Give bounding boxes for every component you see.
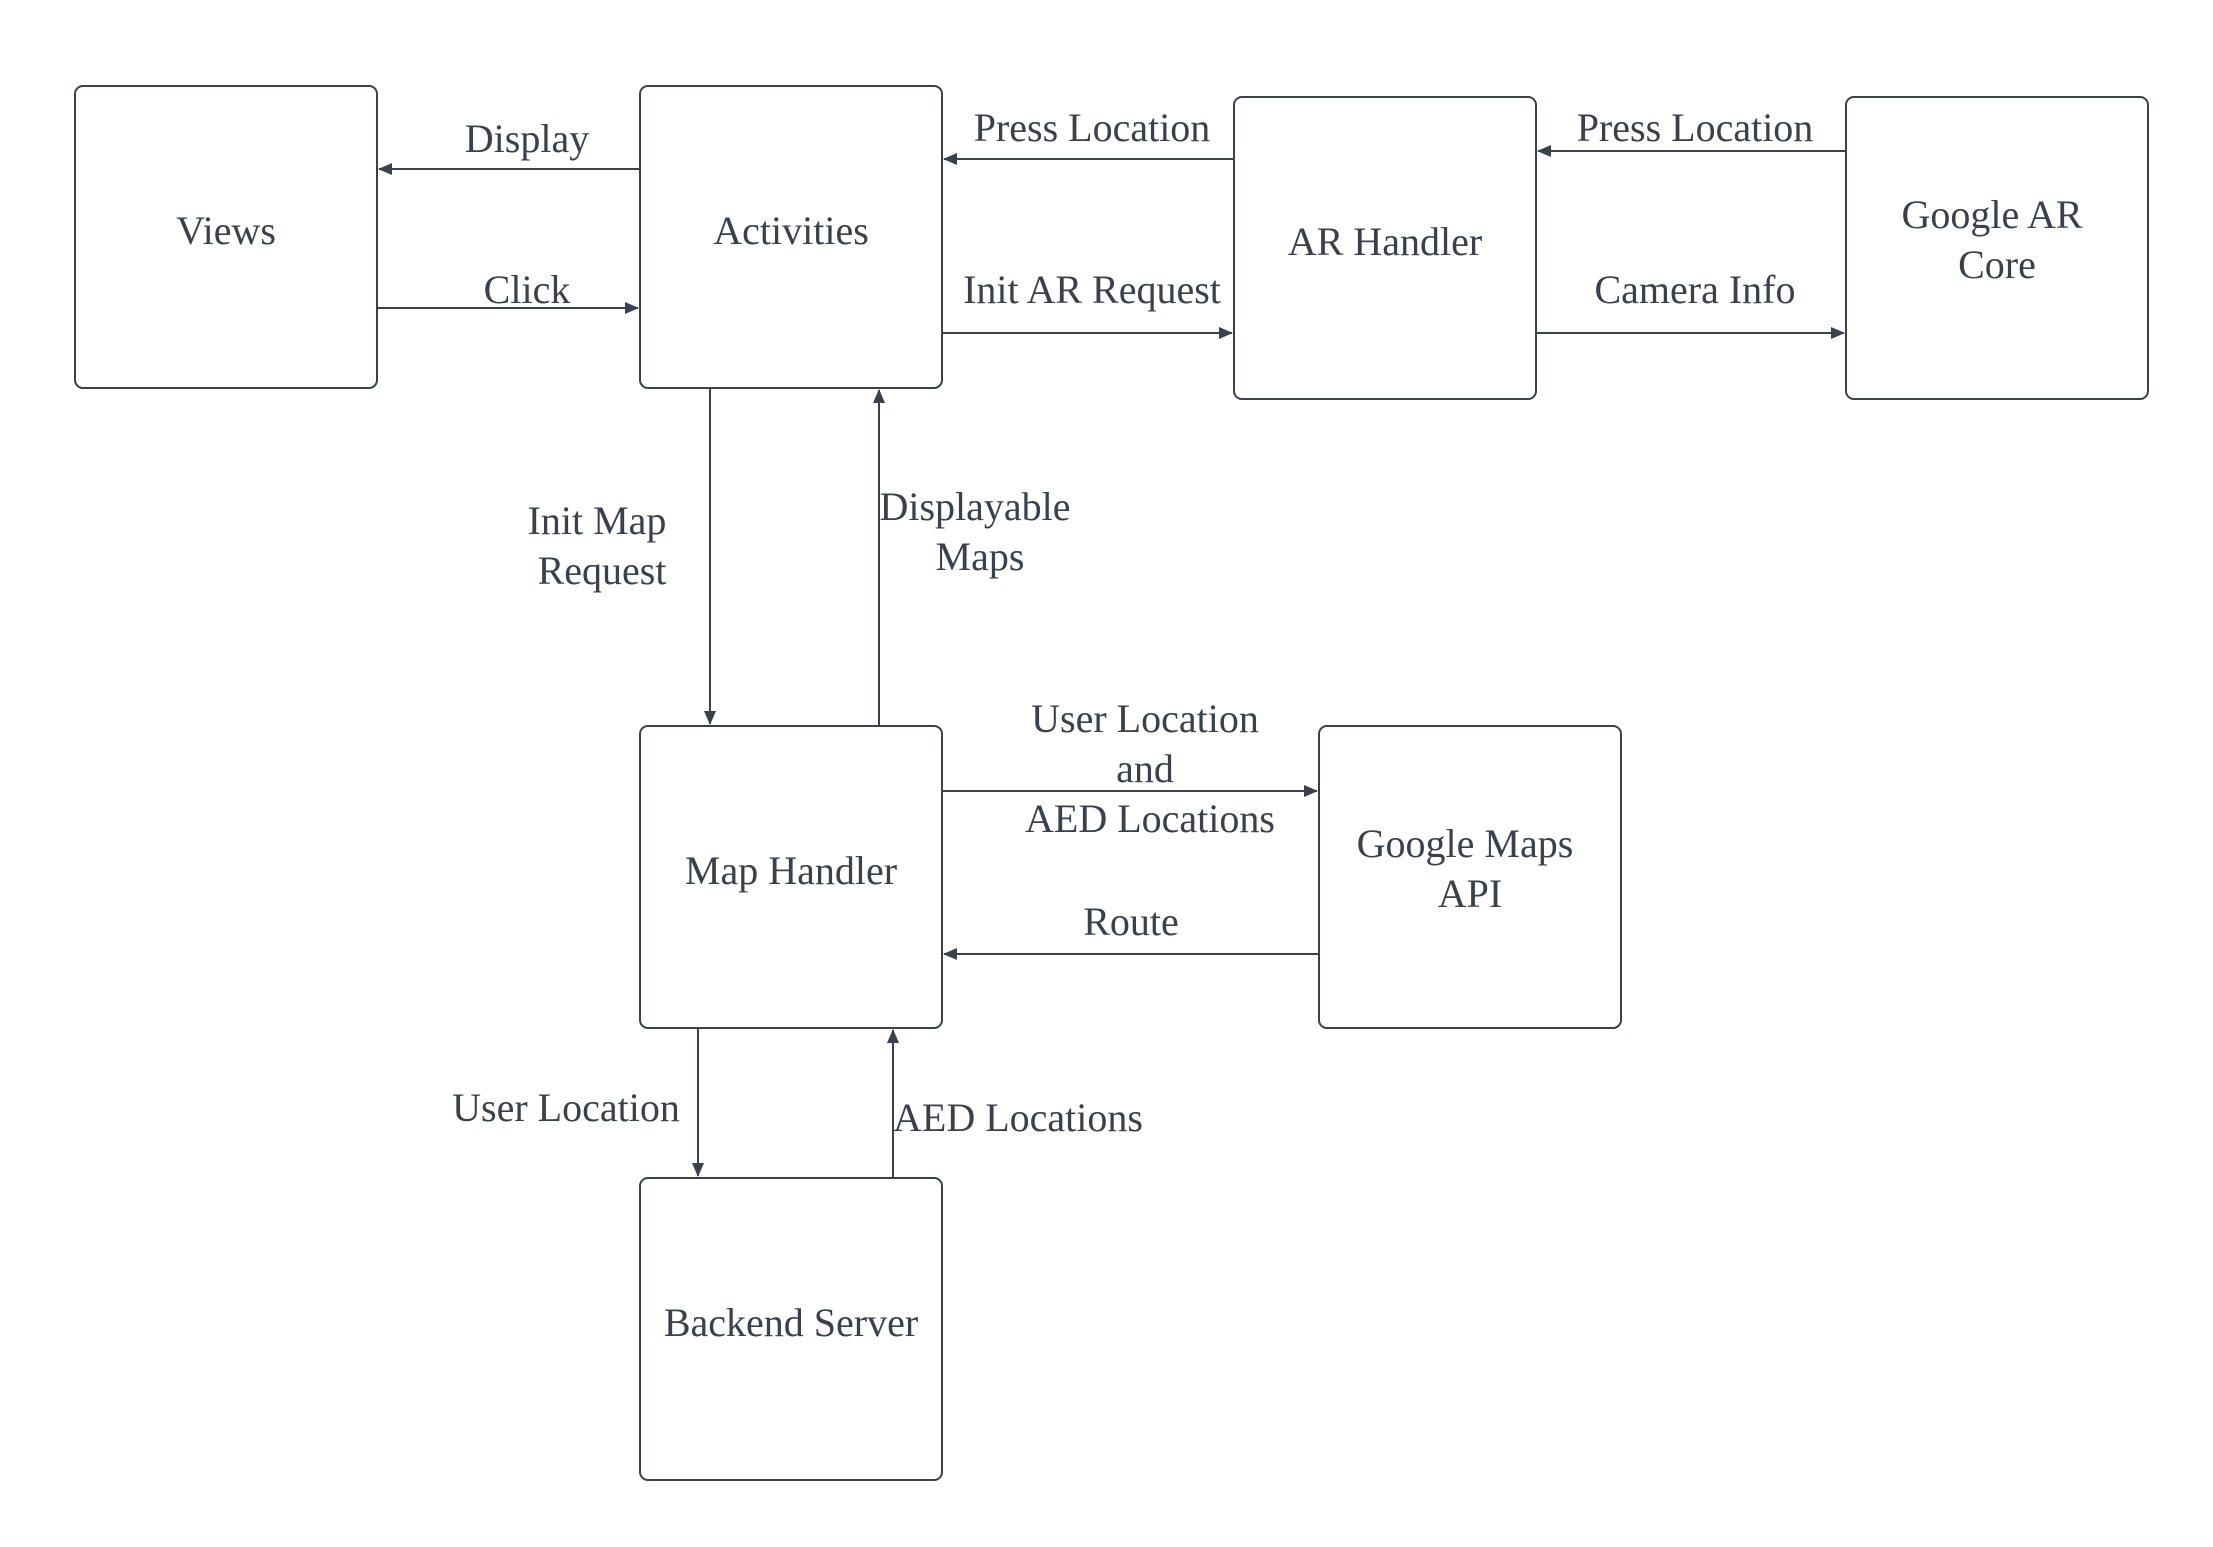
edge-press-location-2-label: Press Location bbox=[1577, 105, 1814, 150]
edge-user-location-and-aed-line1: User Location bbox=[1031, 696, 1259, 741]
edge-init-map-request-label: Init Map Request bbox=[528, 498, 677, 593]
edge-user-location-and-aed-label: User Location and AED Locations bbox=[1025, 696, 1275, 841]
edge-route: Route bbox=[943, 899, 1319, 960]
edge-click: Click bbox=[377, 267, 639, 314]
edge-init-ar-request: Init AR Request bbox=[942, 267, 1233, 339]
node-ar-handler: AR Handler bbox=[1233, 96, 1537, 400]
node-ar-handler-label: AR Handler bbox=[1288, 219, 1482, 264]
node-views: Views bbox=[74, 85, 378, 389]
edge-user-location-and-aed-line2: and bbox=[1116, 746, 1174, 791]
node-backend-server-label: Backend Server bbox=[664, 1300, 918, 1345]
node-google-maps-api: Google Maps API bbox=[1318, 725, 1622, 1029]
edge-user-location-and-aed-line3: AED Locations bbox=[1025, 796, 1275, 841]
edge-user-location-and-aed: User Location and AED Locations bbox=[942, 696, 1318, 841]
edge-aed-locations-label: AED Locations bbox=[893, 1095, 1143, 1140]
node-map-handler: Map Handler bbox=[639, 725, 943, 1029]
edge-user-location-label: User Location bbox=[452, 1085, 680, 1130]
edge-press-location-1: Press Location bbox=[943, 105, 1234, 165]
node-google-maps-api-line1: Google Maps bbox=[1357, 821, 1574, 866]
node-google-ar-core-label: Google AR Core bbox=[1901, 192, 2092, 287]
edge-displayable-maps-line2: Maps bbox=[936, 534, 1025, 579]
edge-display: Display bbox=[378, 116, 640, 175]
edge-init-ar-request-label: Init AR Request bbox=[963, 267, 1221, 312]
edge-aed-locations: AED Locations bbox=[887, 1029, 1143, 1178]
node-google-ar-core-line2: Core bbox=[1958, 242, 2036, 287]
node-map-handler-label: Map Handler bbox=[685, 848, 897, 893]
edge-press-location-1-label: Press Location bbox=[974, 105, 1211, 150]
edge-camera-info-label: Camera Info bbox=[1594, 267, 1795, 312]
edge-init-map-request-line1: Init Map bbox=[528, 498, 667, 543]
edge-press-location-2: Press Location bbox=[1537, 105, 1846, 157]
node-activities-label: Activities bbox=[713, 208, 869, 253]
edge-user-location: User Location bbox=[452, 1028, 704, 1177]
edge-camera-info: Camera Info bbox=[1536, 267, 1845, 339]
edge-displayable-maps-label: Displayable Maps bbox=[879, 484, 1080, 579]
node-google-maps-api-label: Google Maps API bbox=[1357, 821, 1584, 916]
node-google-ar-core-line1: Google AR bbox=[1901, 192, 2082, 237]
node-google-maps-api-line2: API bbox=[1438, 871, 1502, 916]
node-activities: Activities bbox=[639, 85, 943, 389]
edge-init-map-request-line2: Request bbox=[538, 548, 667, 593]
node-views-label: Views bbox=[176, 208, 276, 253]
edge-click-label: Click bbox=[484, 267, 571, 312]
node-backend-server: Backend Server bbox=[639, 1177, 943, 1481]
edge-init-map-request: Init Map Request bbox=[528, 388, 716, 725]
edge-display-label: Display bbox=[465, 116, 589, 161]
edge-displayable-maps-line1: Displayable bbox=[879, 484, 1070, 529]
edge-route-label: Route bbox=[1083, 899, 1179, 944]
edge-displayable-maps: Displayable Maps bbox=[873, 389, 1080, 726]
node-google-ar-core: Google AR Core bbox=[1845, 96, 2149, 400]
